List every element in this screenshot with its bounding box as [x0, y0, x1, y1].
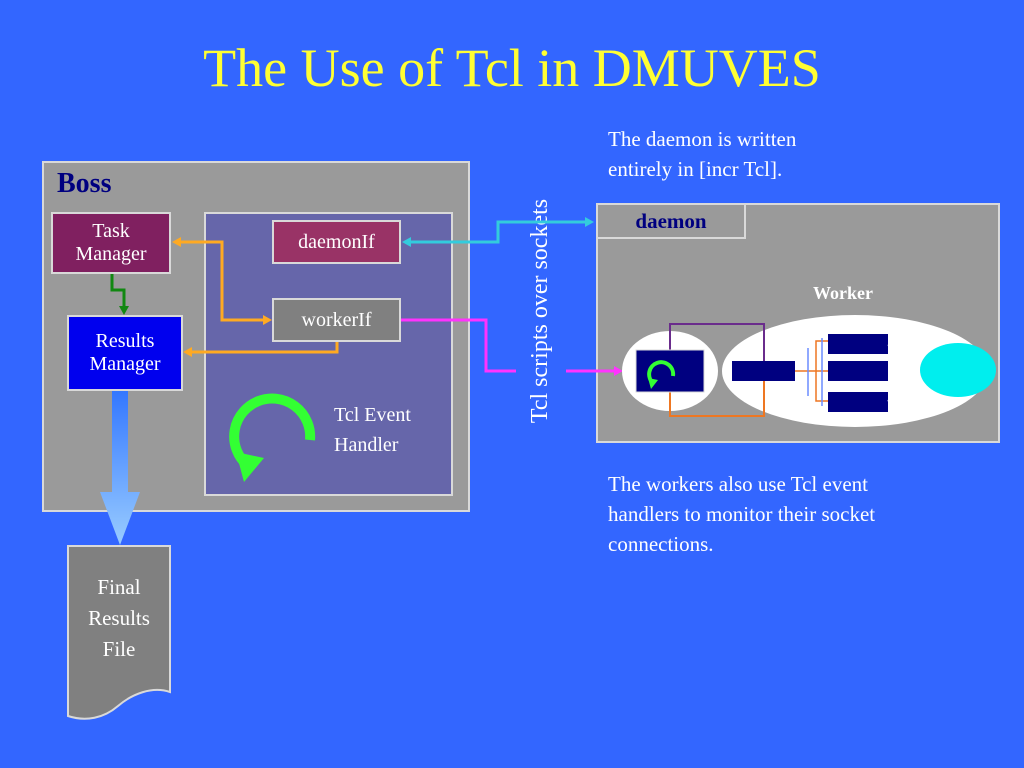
boss-label: Boss: [57, 168, 112, 199]
worker-fanout-links: [795, 338, 828, 406]
daemon-note-line-1: The daemon is written: [608, 127, 797, 151]
results-manager-line-2: Manager: [89, 353, 161, 375]
daemon-label: daemon: [635, 208, 707, 233]
orange-arrowhead-task: [172, 237, 181, 247]
event-handler-line-1: Tcl Event: [334, 404, 411, 426]
final-results-file-line-3: File: [102, 637, 136, 661]
event-handler-line-2: Handler: [334, 434, 399, 456]
workers-note: The workers also use Tcl event handlers …: [608, 469, 875, 559]
worker-node-links: [887, 342, 936, 404]
task-to-results-connector: [110, 274, 126, 308]
workers-note-line-3: connections.: [608, 532, 714, 556]
event-handler-label: Tcl Event Handler: [334, 400, 411, 460]
daemon-note-line-2: entirely in [incr Tcl].: [608, 157, 783, 181]
worker-label: Worker: [813, 283, 873, 303]
task-manager-line-1: Task: [92, 220, 130, 242]
workerif-label: workerIf: [301, 308, 372, 331]
final-results-file-line-1: Final: [97, 575, 141, 599]
daemon-internal-links: [669, 323, 765, 417]
magenta-arrowhead-worker: [614, 366, 623, 376]
final-results-file-shape: [67, 545, 171, 720]
orange-connectors: [177, 240, 339, 354]
cyan-arrowhead-daemonif: [402, 237, 411, 247]
daemonif-box: daemonIf: [272, 220, 401, 264]
final-results-file-line-2: Results: [88, 606, 150, 630]
results-manager-line-1: Results: [95, 330, 155, 352]
task-manager-box: Task Manager: [51, 212, 171, 274]
worker-task-block-1: [828, 334, 888, 354]
worker-task-block-2: [828, 361, 888, 381]
cyan-connector: [408, 220, 588, 244]
workers-note-line-2: handlers to monitor their socket: [608, 502, 876, 526]
mini-event-loop-icon: [647, 360, 676, 385]
worker-node: [920, 343, 996, 397]
orange-arrowhead-results: [183, 347, 192, 357]
slide-title: The Use of Tcl in DMUVES: [203, 38, 821, 98]
results-manager-box: Results Manager: [67, 315, 183, 391]
final-results-file-label: Final Results File: [66, 572, 172, 665]
results-to-file-arrow: [100, 391, 140, 545]
daemonif-label: daemonIf: [298, 230, 375, 253]
workerif-box: workerIf: [272, 298, 401, 342]
orange-arrowhead-workerif: [263, 315, 272, 325]
daemon-note: The daemon is written entirely in [incr …: [608, 124, 796, 184]
worker-task-block-3: [828, 392, 888, 412]
workers-note-line-1: The workers also use Tcl event: [608, 472, 868, 496]
daemon-tab: daemon: [598, 205, 746, 239]
worker-dispatch-block: [732, 361, 795, 381]
task-manager-line-2: Manager: [75, 243, 147, 265]
magenta-connector: [401, 318, 616, 373]
mini-event-loop-arrowhead: [648, 378, 658, 389]
event-loop-arrowhead: [236, 452, 264, 482]
socket-block: [635, 349, 705, 393]
task-to-results-arrowhead: [119, 306, 129, 315]
cyan-arrowhead-daemon: [585, 217, 594, 227]
event-loop-icon: [229, 393, 316, 469]
